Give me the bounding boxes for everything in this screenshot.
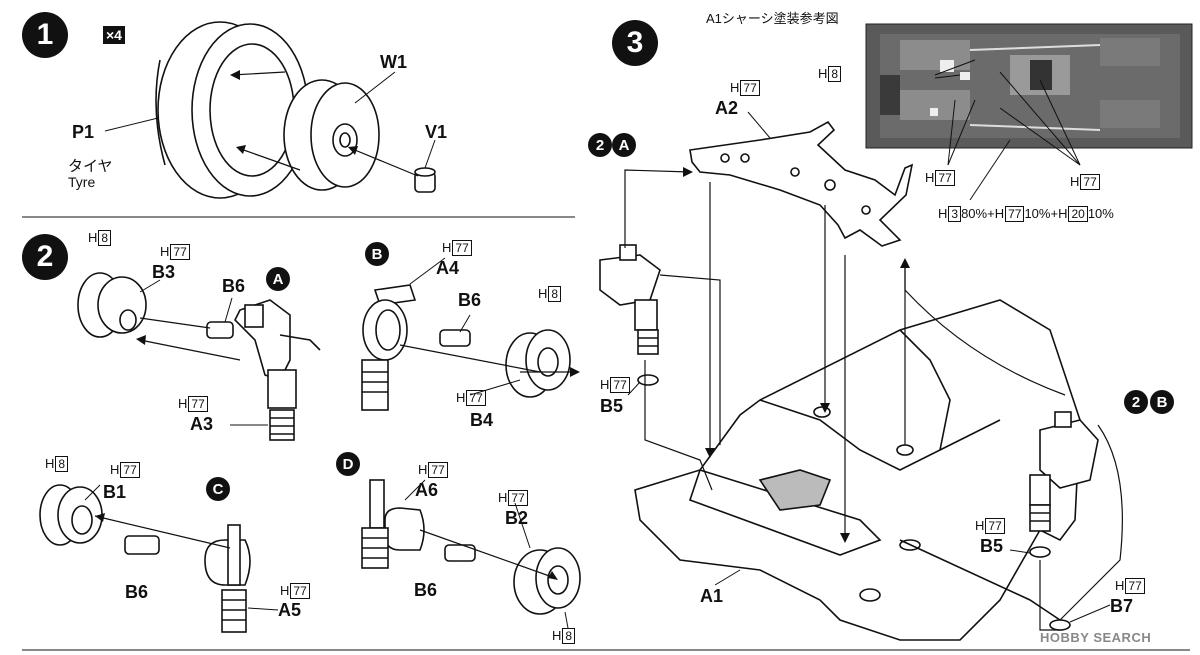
tyre-drawing (155, 21, 309, 199)
part-label-b6-a: B6 (222, 276, 246, 296)
part-label-v1: V1 (425, 122, 448, 142)
tyre-label-jp: タイヤ (68, 158, 113, 175)
part-label-b6-b: B6 (458, 290, 482, 310)
knuckle-right-drawing (1029, 411, 1099, 558)
part-label-b5-a: B5 (600, 396, 624, 416)
part-label-a2: A2 (715, 98, 739, 118)
part-label-a6: A6 (415, 480, 439, 500)
sub-assembly-d-marker: D (336, 452, 360, 476)
step-ref-2b-number: 2 (1124, 390, 1148, 414)
part-label-a5: A5 (278, 600, 302, 620)
paint-reference-title: A1シャーシ塗装参考図 (706, 11, 839, 26)
step-3-badge: 3 (612, 20, 658, 66)
part-label-b4: B4 (470, 410, 494, 430)
part-label-a3: A3 (190, 414, 214, 434)
step-ref-2a-number: 2 (588, 133, 612, 157)
chassis-a1-drawing (634, 299, 1081, 641)
sub-assembly-c-marker: C (206, 477, 230, 501)
assembly-c-drawing (39, 484, 251, 633)
part-label-a4: A4 (436, 258, 460, 278)
part-label-b3: B3 (152, 262, 176, 282)
paint-reference-photo (865, 23, 1193, 201)
part-label-w1: W1 (380, 52, 407, 72)
sub-assembly-b-marker: B (365, 242, 389, 266)
watermark: HOBBY SEARCH (1040, 630, 1152, 645)
wheel-drawing (283, 79, 380, 191)
sub-assembly-a-marker: A (266, 267, 290, 291)
part-label-b6-c: B6 (125, 582, 149, 602)
part-label-b1: B1 (103, 482, 127, 502)
step-2-badge: 2 (22, 234, 68, 280)
part-label-b7: B7 (1110, 596, 1134, 616)
knuckle-left-drawing (599, 244, 661, 386)
step-ref-2b-letter: B (1150, 390, 1174, 414)
step-1-badge: 1 (22, 12, 68, 58)
part-label-p1: P1 (72, 122, 95, 142)
washer-drawing (414, 167, 436, 193)
quantity-badge: ×4 (103, 26, 125, 44)
part-label-b5-b: B5 (980, 536, 1004, 556)
step-ref-2a-letter: A (612, 133, 636, 157)
part-label-b2: B2 (505, 508, 529, 528)
part-label-a1: A1 (700, 586, 724, 606)
part-label-b6-d: B6 (414, 580, 438, 600)
assembly-a-drawing (77, 272, 321, 441)
assembly-d-drawing (361, 479, 581, 615)
assembly-b-drawing (361, 284, 571, 411)
tyre-label-en: Tyre (68, 174, 96, 190)
upper-arm-a2-drawing (689, 120, 914, 247)
